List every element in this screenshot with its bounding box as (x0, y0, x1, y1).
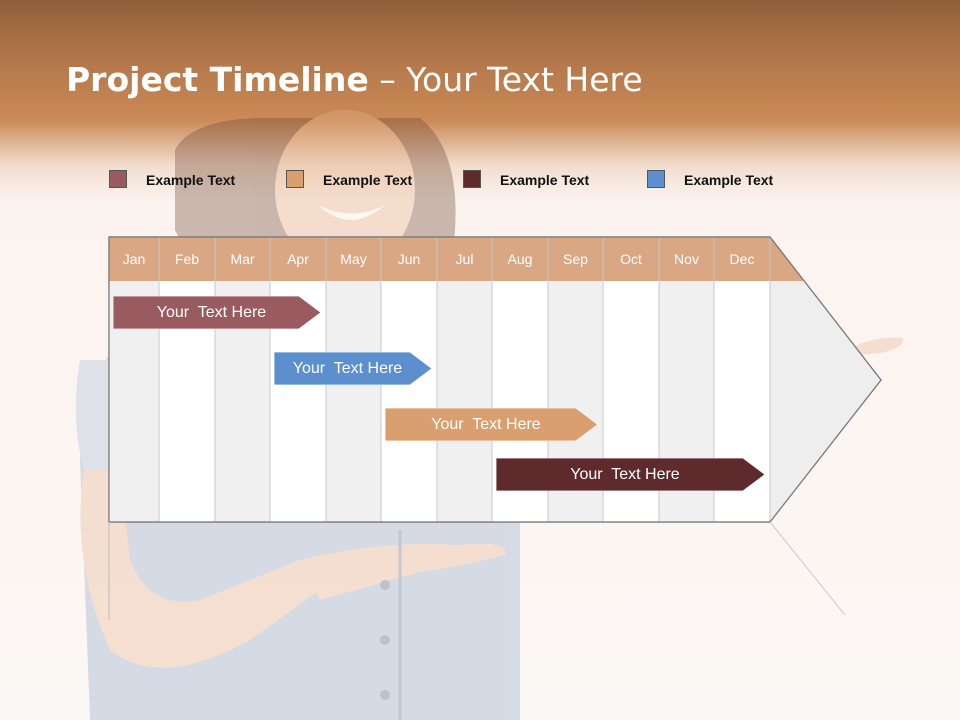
month-label-apr: Apr (287, 251, 309, 267)
month-header-cell (381, 237, 437, 281)
task-arrow-shape (113, 296, 321, 329)
task-bar-2[interactable]: Your Text Here (274, 352, 432, 385)
task-bar-1[interactable]: Your Text Here (113, 296, 321, 329)
task-arrow-shape (274, 352, 432, 385)
legend-swatch-4 (647, 170, 665, 188)
month-label-sep: Sep (563, 251, 588, 267)
task-bar-4[interactable]: Your Text Here (496, 458, 765, 491)
month-column (326, 281, 381, 522)
legend-label-3: Example Text (500, 172, 590, 188)
task-arrow-shape (385, 408, 598, 441)
legend-label-4: Example Text (684, 172, 774, 188)
month-header-cell (109, 237, 159, 281)
month-label-jul: Jul (455, 251, 474, 267)
month-header-cell (270, 237, 326, 281)
month-label-mar: Mar (230, 251, 255, 267)
month-label-jan: Jan (122, 251, 146, 267)
page-title: Project Timeline – Your Text Here (66, 60, 643, 99)
month-header-cell (714, 237, 770, 281)
month-column (381, 281, 437, 522)
month-header-cell (326, 237, 381, 281)
legend-swatch-1 (109, 170, 127, 188)
month-column (437, 281, 492, 522)
month-label-may: May (340, 251, 367, 267)
month-label-jun: Jun (397, 251, 421, 267)
task-label-1: Your Text Here (156, 303, 267, 321)
task-arrow-shape (496, 458, 765, 491)
month-header-cell (603, 237, 659, 281)
month-header-cell (548, 237, 603, 281)
month-label-oct: Oct (620, 251, 642, 267)
title-rest: – Your Text Here (368, 60, 643, 99)
legend-label-1: Example Text (146, 172, 236, 188)
task-label-2: Your Text Here (292, 359, 403, 377)
month-header-cell (437, 237, 492, 281)
month-header-cell (215, 237, 270, 281)
month-label-nov: Nov (674, 251, 699, 267)
legend-swatch-2 (286, 170, 304, 188)
task-bar-3[interactable]: Your Text Here (385, 408, 598, 441)
month-header-cell (492, 237, 548, 281)
legend-label-2: Example Text (323, 172, 413, 188)
month-label-dec: Dec (729, 251, 755, 267)
title-bold: Project Timeline (66, 60, 369, 99)
month-header-cell (659, 237, 714, 281)
task-label-3: Your Text Here (431, 415, 541, 433)
month-label-feb: Feb (174, 251, 200, 267)
legend-swatch-3 (463, 170, 481, 188)
month-header-cell (159, 237, 215, 281)
month-label-aug: Aug (507, 251, 533, 267)
task-label-4: Your Text Here (570, 465, 680, 483)
